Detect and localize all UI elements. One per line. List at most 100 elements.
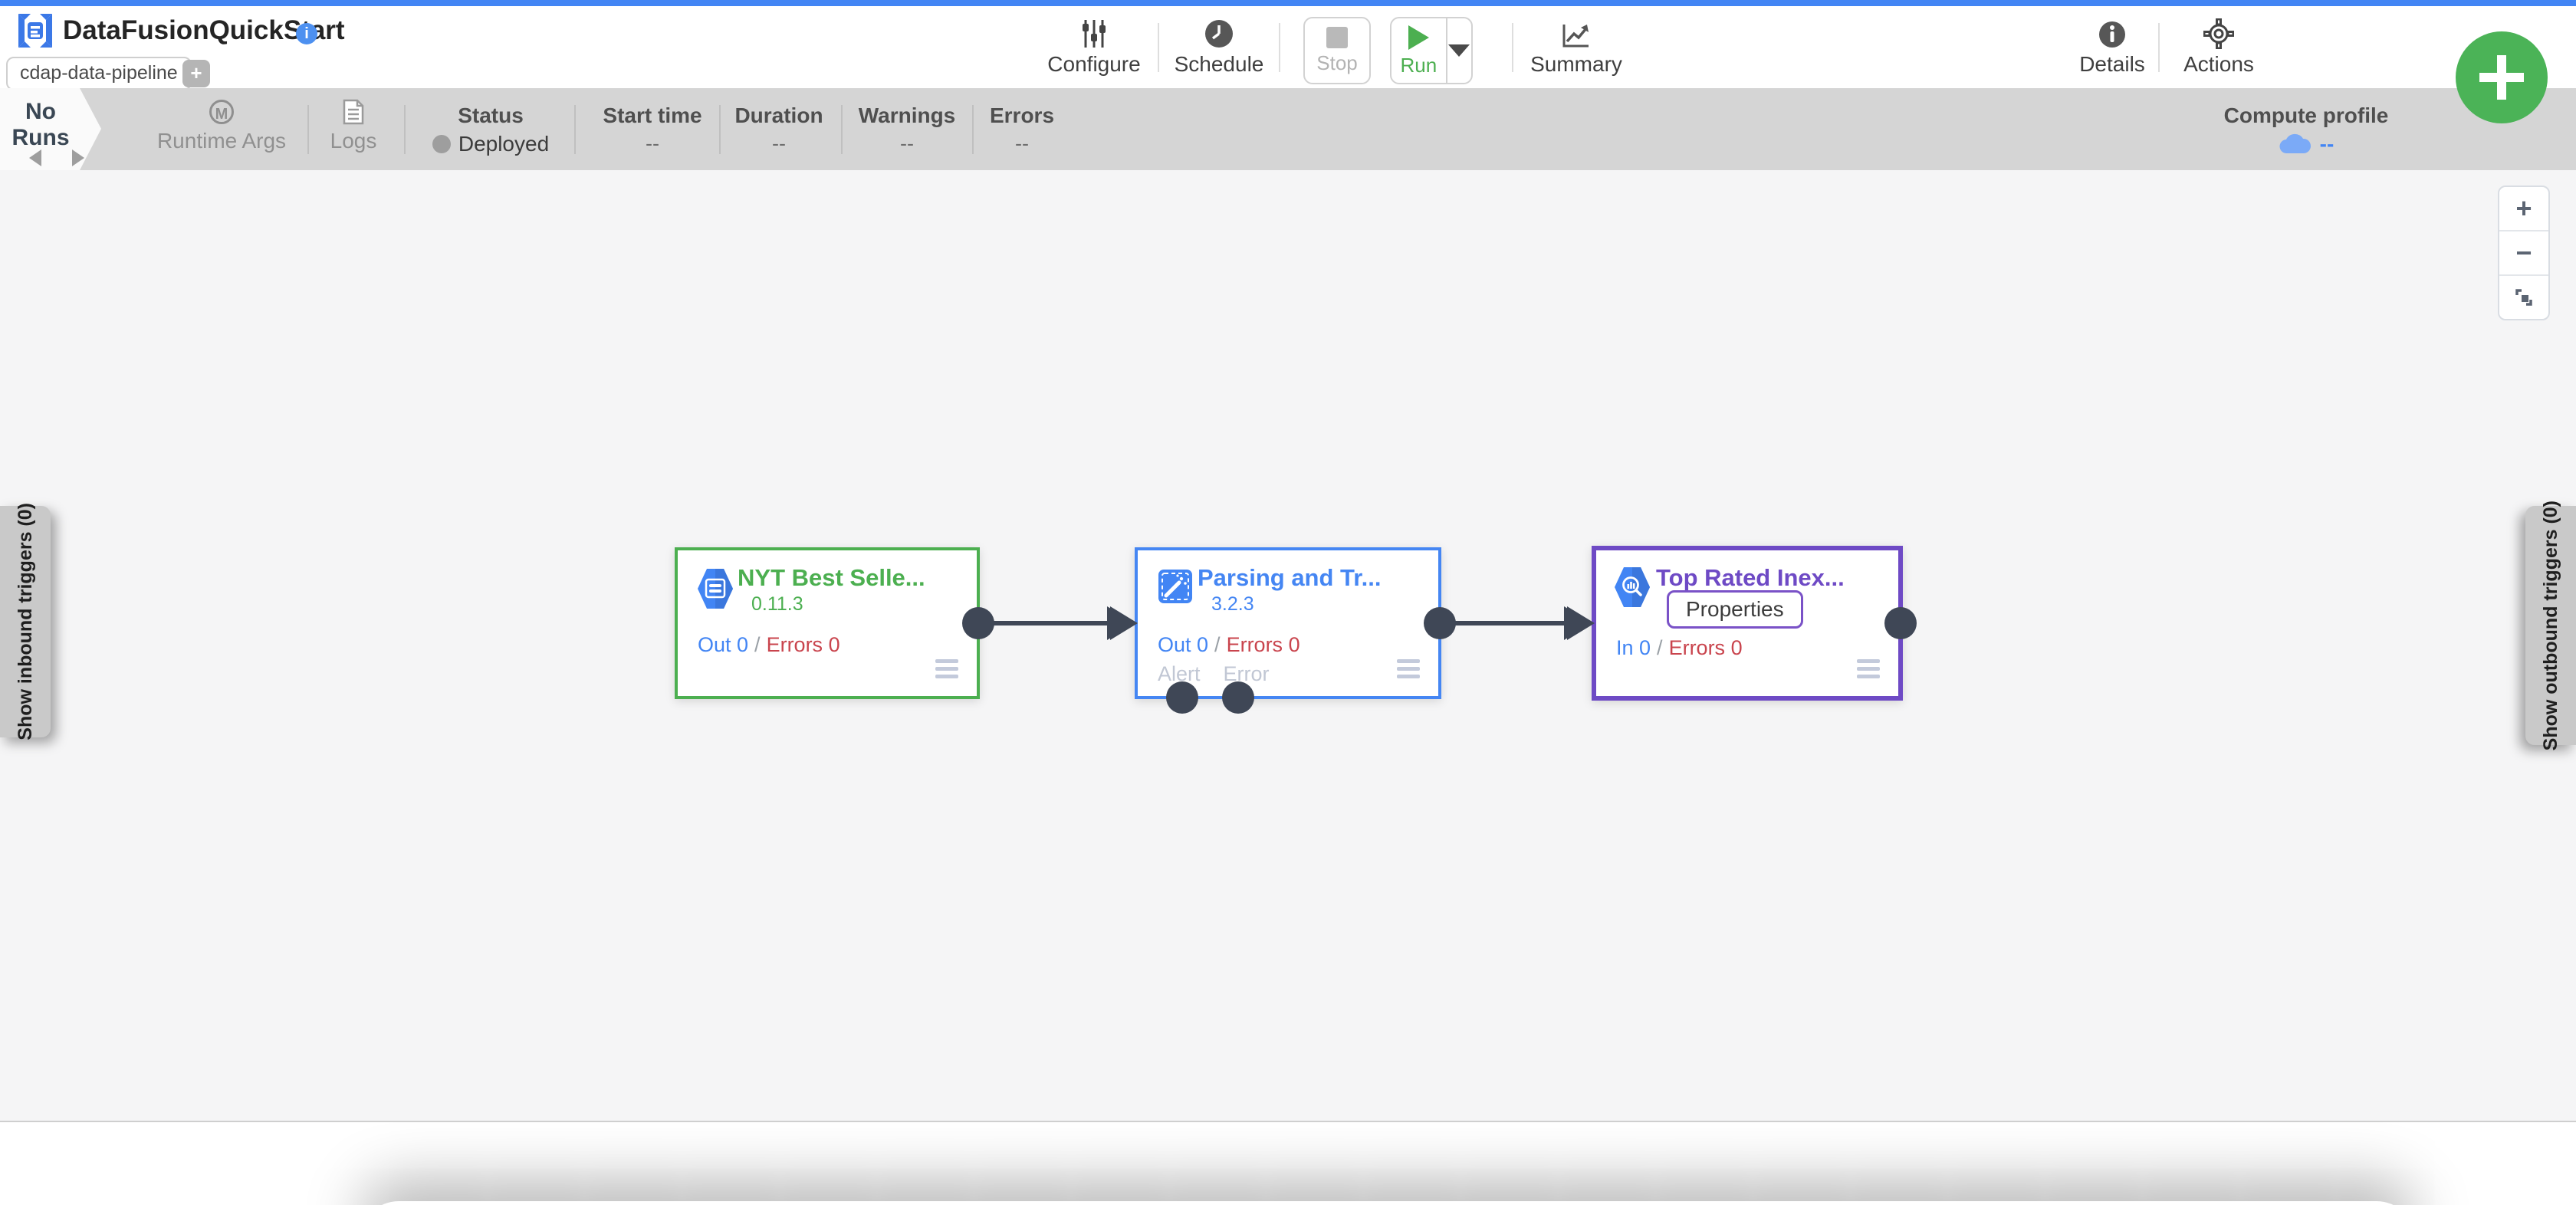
output-port[interactable]: [1424, 607, 1456, 639]
error-port[interactable]: [1222, 681, 1254, 714]
pipeline-node-source[interactable]: NYT Best Selle... 0.11.3 Out 0/Errors 0: [675, 547, 994, 699]
run-button[interactable]: Run: [1392, 18, 1446, 83]
header-bar: DataFusionQuickStart i cdap-data-pipelin…: [0, 6, 2576, 90]
pipeline-node-transform[interactable]: Parsing and Tr... 3.2.3 Out 0/Errors 0 A…: [1110, 547, 1456, 714]
caret-down-icon: [1448, 44, 1470, 57]
plus-icon: [2479, 55, 2524, 100]
node-title: Parsing and Tr...: [1198, 564, 1382, 591]
status-label: Status: [458, 103, 524, 127]
alert-port[interactable]: [1166, 681, 1198, 714]
start-time-column: Start time --: [603, 103, 702, 155]
runsbar-divider: [307, 105, 309, 154]
zoom-controls: + −: [2498, 186, 2550, 320]
zoom-in-button[interactable]: +: [2499, 187, 2548, 231]
node-version: 3.2.3: [1211, 593, 1254, 615]
node-metrics: In 0/Errors 0: [1616, 636, 1743, 659]
source-hexagon-icon: [698, 569, 733, 612]
in-metric[interactable]: In 0: [1616, 636, 1651, 659]
wrangler-icon: [1158, 569, 1193, 608]
next-run-icon[interactable]: [72, 149, 84, 166]
summary-button[interactable]: Summary: [1523, 15, 1630, 77]
runsbar-divider: [404, 105, 406, 154]
toolbar-divider: [1512, 23, 1513, 72]
runsbar-divider: [972, 105, 974, 154]
inbound-triggers-tab[interactable]: Show inbound triggers (0): [0, 503, 51, 740]
runsbar-divider: [841, 105, 843, 154]
stop-icon: [1326, 26, 1348, 48]
toolbar-divider: [1279, 23, 1280, 72]
node-version: 0.11.3: [751, 593, 803, 615]
details-button[interactable]: Details: [2066, 15, 2158, 77]
sliders-icon: [1080, 15, 1108, 49]
duration-column: Duration --: [734, 103, 823, 155]
chart-line-icon: [1562, 15, 1591, 49]
input-arrow: [1567, 606, 1595, 640]
connection-line: [980, 621, 1107, 625]
stop-button[interactable]: Stop: [1303, 17, 1371, 84]
info-circle-icon: [2098, 15, 2127, 49]
compute-profile-label: Compute profile: [2223, 103, 2389, 127]
clock-icon: [1204, 15, 1234, 49]
errors-metric[interactable]: Errors 0: [1668, 636, 1743, 659]
bottom-panel-area: [0, 1121, 2576, 1205]
previous-run-icon[interactable]: [29, 149, 41, 166]
output-port[interactable]: [962, 607, 994, 639]
logs-button[interactable]: Logs: [315, 99, 392, 153]
schedule-button[interactable]: Schedule: [1171, 15, 1267, 77]
run-options-dropdown[interactable]: [1445, 18, 1471, 83]
add-tag-button[interactable]: +: [182, 60, 210, 87]
toolbar-divider: [1158, 23, 1159, 72]
cloud-icon: [2279, 133, 2311, 154]
pipeline-canvas[interactable]: Show inbound triggers (0) Show outbound …: [0, 170, 2576, 1121]
hamburger-menu-icon[interactable]: [935, 659, 958, 678]
runsbar-divider: [574, 105, 576, 154]
hamburger-menu-icon[interactable]: [1397, 659, 1420, 678]
out-metric[interactable]: Out 0: [1158, 633, 1209, 656]
toolbar-divider: [2158, 23, 2160, 72]
top-accent-strip: [0, 0, 2576, 6]
status-dot: [432, 135, 451, 153]
status-value: Deployed: [458, 132, 550, 156]
status-block: Status Deployed: [429, 99, 552, 156]
warnings-column: Warnings --: [858, 103, 956, 155]
errors-metric[interactable]: Errors 0: [1226, 633, 1300, 656]
compute-profile-block[interactable]: Compute profile --: [2224, 99, 2389, 156]
runsbar-divider: [719, 105, 721, 154]
pipeline-info-icon[interactable]: i: [296, 23, 317, 44]
connection-line: [1440, 621, 1564, 625]
fit-to-screen-button[interactable]: [2499, 276, 2548, 319]
node-title: NYT Best Selle...: [738, 564, 925, 591]
outbound-triggers-tab[interactable]: Show outbound triggers (0): [2525, 501, 2576, 750]
properties-button[interactable]: Properties: [1667, 590, 1803, 629]
hamburger-menu-icon[interactable]: [1857, 659, 1880, 678]
output-port[interactable]: [1884, 607, 1917, 639]
gear-icon: [2203, 15, 2234, 49]
node-metrics: Out 0/Errors 0: [698, 633, 840, 656]
fit-to-screen-icon: [2515, 289, 2532, 306]
compute-profile-value: --: [2319, 132, 2334, 156]
errors-column: Errors --: [989, 103, 1055, 155]
input-arrow: [1110, 606, 1138, 640]
node-title: Top Rated Inex...: [1656, 564, 1845, 591]
macro-m-icon: M: [209, 100, 234, 124]
pipeline-node-sink[interactable]: Top Rated Inex... Properties In 0/Errors…: [1567, 546, 1917, 701]
configure-button[interactable]: Configure: [1040, 15, 1148, 77]
zoom-out-button[interactable]: −: [2499, 231, 2548, 276]
bottom-sheet-shadow: [360, 1201, 2415, 1205]
error-port-label: Error: [1223, 662, 1270, 685]
out-metric[interactable]: Out 0: [698, 633, 749, 656]
cdap-logo-icon: [17, 12, 54, 49]
runs-status-bar: No Runs M Runtime Args Logs Status: [0, 88, 2576, 170]
pipeline-type-tag: cdap-data-pipeline: [6, 57, 192, 90]
no-runs-label: No Runs: [12, 99, 70, 150]
play-icon: [1408, 25, 1430, 50]
add-pipeline-button[interactable]: [2456, 31, 2548, 123]
runtime-args-button[interactable]: M Runtime Args: [145, 99, 298, 153]
bigquery-hexagon-icon: [1615, 567, 1650, 611]
errors-metric[interactable]: Errors 0: [766, 633, 840, 656]
document-icon: [343, 99, 364, 125]
node-metrics: Out 0/Errors 0: [1158, 633, 1300, 656]
run-button-group: Run: [1390, 17, 1473, 84]
actions-button[interactable]: Actions: [2170, 15, 2268, 77]
